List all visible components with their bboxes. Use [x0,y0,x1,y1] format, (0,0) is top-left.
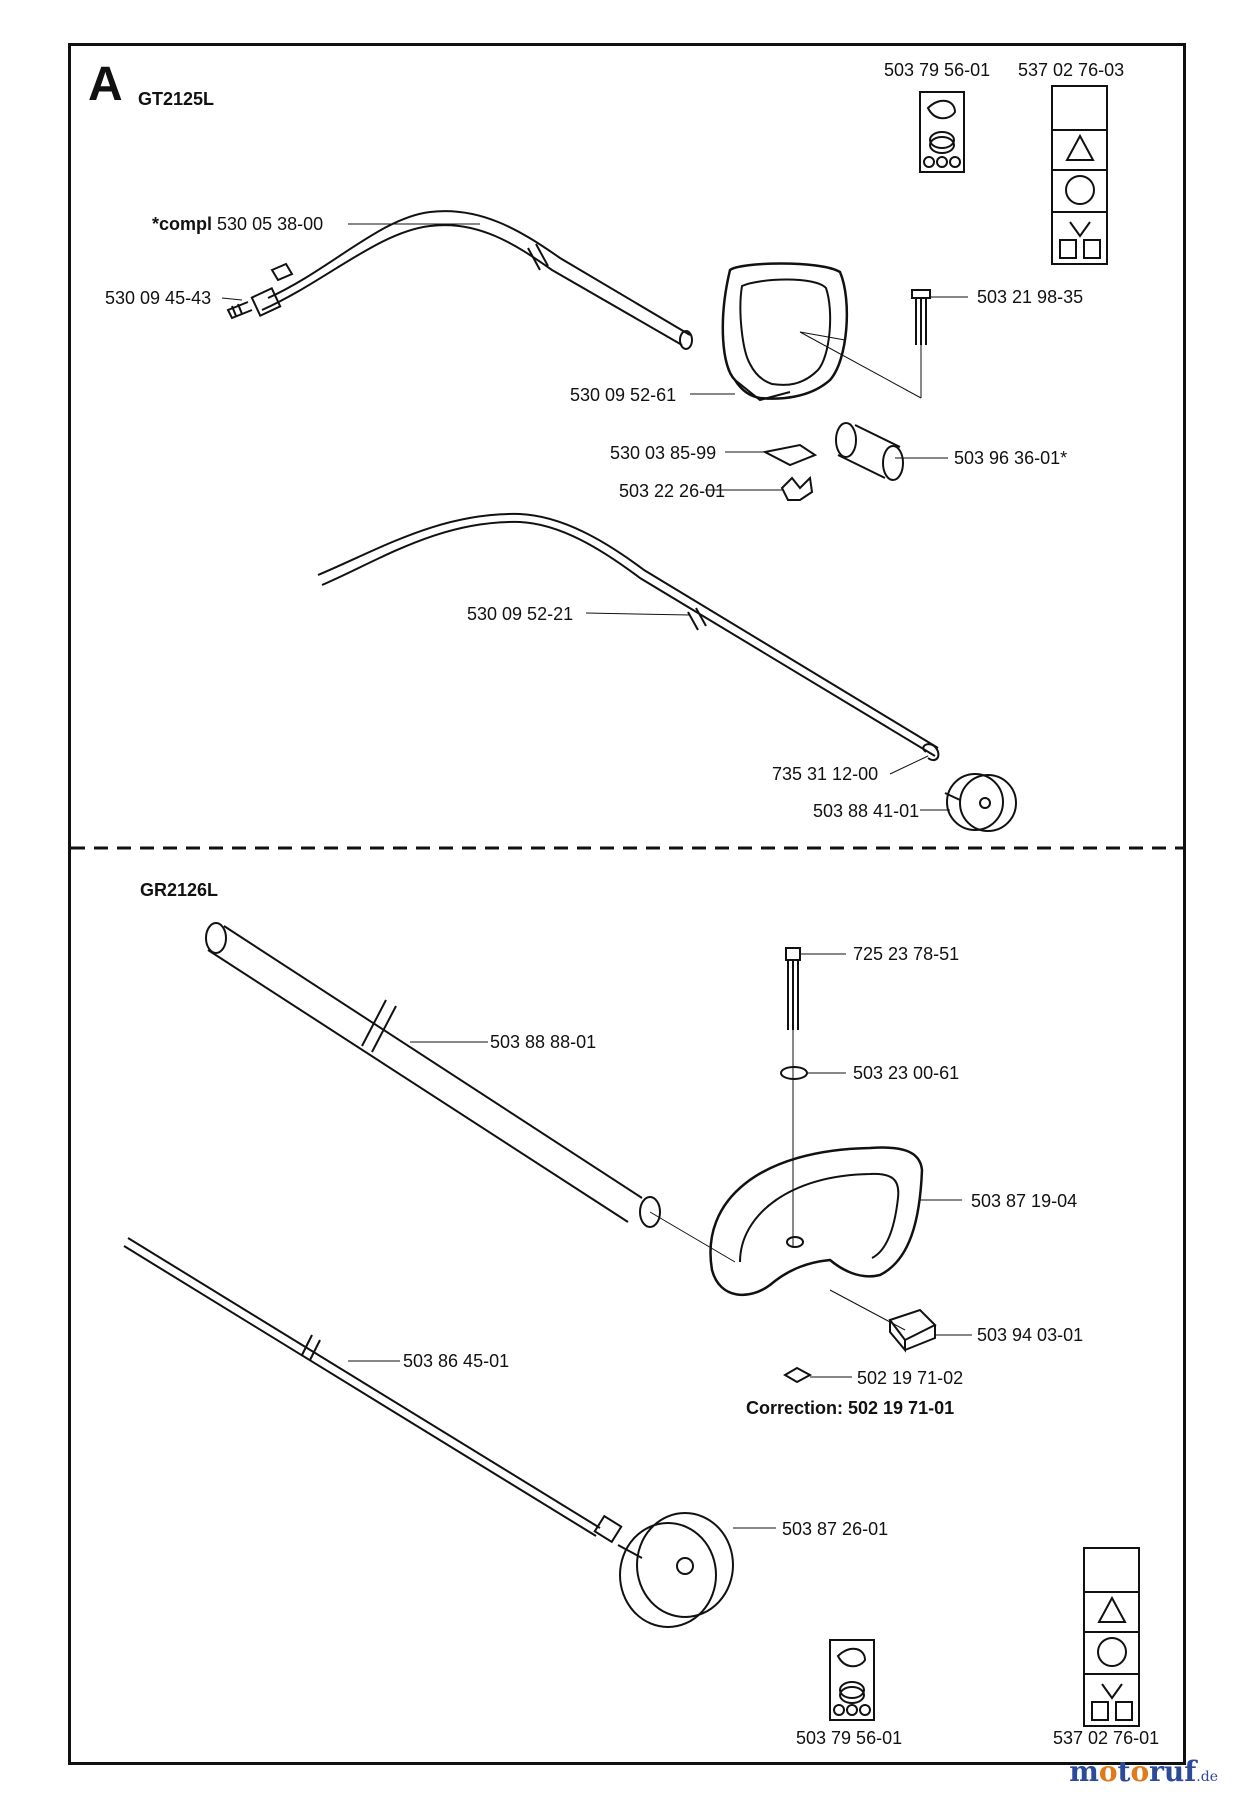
part-label-502-19-71-02: 502 19 71-02 [857,1368,964,1388]
clamp-block-bottom [888,1308,937,1353]
watermark-logo: motoruf.de [1069,1755,1218,1788]
part-label-decal-503-79-56-01-bottom: 503 79 56-01 [796,1728,903,1748]
bolt-bottom [785,947,801,1248]
part-label-530-03-85-99: 530 03 85-99 [610,443,717,463]
part-label-735-31-12-00: 735 31 12-00 [772,764,879,784]
part-label-503-94-03-01: 503 94 03-01 [977,1325,1084,1345]
compl-prefix: *compl [152,214,213,234]
decal-icon-bottom-2 [1083,1547,1140,1727]
washer-bottom [780,1066,808,1080]
model-label-bottom: GR2126L [140,880,219,900]
part-label-530-09-45-43: 530 09 45-43 [105,288,212,308]
part-label-decal-537-02-76-01: 537 02 76-01 [1053,1728,1160,1748]
part-label-503-88-41-01: 503 88 41-01 [813,801,920,821]
clamp-plate-top [762,443,818,467]
part-label-503-22-26-01: 503 22 26-01 [619,481,726,501]
handle-loop-bottom [709,1146,924,1297]
handle-loop-top [721,262,849,402]
drive-shaft-bottom [123,1237,623,1544]
clip-top [922,743,940,762]
drive-cup-bottom [617,1512,734,1628]
part-label-503-88-88-01: 503 88 88-01 [490,1032,597,1052]
decal-icon-top-1 [919,91,965,173]
part-label-503-87-19-04: 503 87 19-04 [971,1191,1078,1211]
part-label-decal-537-02-76-03: 537 02 76-03 [1018,60,1125,80]
part-label-725-23-78-51: 725 23 78-51 [853,944,960,964]
correction-note: Correction: 502 19 71-01 [746,1398,955,1418]
square-nut-bottom [783,1366,813,1384]
part-label-compl: *compl 530 05 38-00 [152,214,323,234]
decal-icon-top-2 [1051,85,1108,265]
coupling-top [226,262,294,320]
part-label-decal-503-79-56-01-top: 503 79 56-01 [884,60,991,80]
part-label-503-86-45-01: 503 86 45-01 [403,1351,510,1371]
part-label-503-87-26-01: 503 87 26-01 [782,1519,889,1539]
wing-nut-top [780,475,814,501]
part-label-530-09-52-21: 530 09 52-21 [467,604,574,624]
leader-lines-top [221,223,968,811]
part-label-530-09-52-61: 530 09 52-61 [570,385,677,405]
drive-shaft-top [317,512,939,757]
part-label-503-23-00-61: 503 23 00-61 [853,1063,960,1083]
diagram-frame [68,43,1186,1765]
decal-icon-bottom-1 [829,1639,875,1721]
part-label-503-96-36-01: 503 96 36-01* [954,448,1068,468]
part-label-503-21-98-35: 503 21 98-35 [977,287,1084,307]
leader-lines-bottom [348,953,972,1529]
bolt-top [911,289,931,345]
shaft-tube-top [261,210,693,350]
model-label-top: GT2125L [138,89,215,109]
section-letter: A [88,58,123,111]
spacer-top [835,422,904,481]
tube-bottom [205,922,661,1228]
compl-number: 530 05 38-00 [217,214,324,234]
drive-cup-top [944,773,1017,832]
